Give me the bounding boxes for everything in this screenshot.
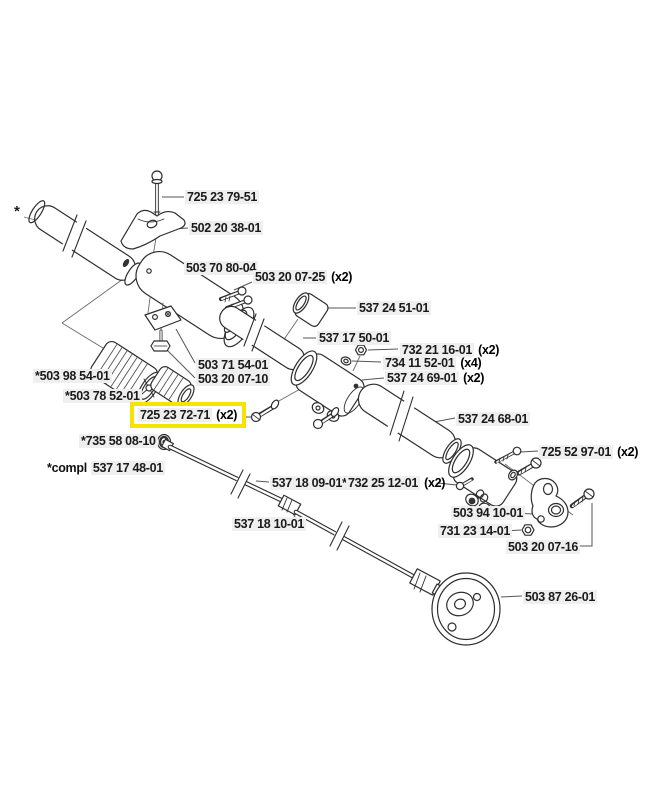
part-label-503-20-07-10: 503 20 07-10 — [196, 372, 271, 386]
part-label-537-24-51-01: 537 24 51-01 — [357, 301, 432, 315]
part-label-503-78-52-01: *503 78 52-01 — [63, 389, 142, 403]
part-label-503-94-10-01: 503 94 10-01 — [451, 506, 526, 520]
drive-shaft-537-18-10-01 — [161, 438, 455, 603]
screw-732-25-12-01 — [455, 477, 474, 491]
screw-503-20-07-10 — [150, 329, 171, 352]
part-label-537-24-69-01: 537 24 69-01(x2) — [385, 371, 485, 385]
tube-537-24-68-01 — [357, 383, 462, 464]
part-label-537-18-09-01: 537 18 09-01* — [270, 476, 349, 490]
bushing-503-78-52-01 — [150, 366, 195, 407]
bolts-725-52-97-01 — [494, 446, 542, 481]
part-label-731-23-14-01: 731 23 14-01 — [438, 524, 513, 538]
wing-knob-502-20-38-01 — [120, 209, 186, 250]
nut-732-21-16-01 — [354, 344, 368, 356]
part-label-503-87-26-01: 503 87 26-01 — [523, 590, 598, 604]
ring-537-24-51-01 — [292, 292, 329, 327]
nut-731-23-14-01 — [521, 524, 535, 536]
part-label-537-17-50-01: 537 17 50-01 — [317, 331, 392, 345]
part-label-735-58-08-10: *735 58 08-10 — [79, 434, 158, 448]
part-label-503-20-07-25: 503 20 07-25(x2) — [253, 270, 353, 284]
part-label-503-20-07-16: 503 20 07-16 — [506, 540, 581, 554]
part-label-503-71-54-01: 503 71 54-01 — [196, 358, 271, 372]
upper-tube — [28, 200, 142, 286]
bolts-725-23-72-71 — [250, 399, 340, 430]
washer-734-11-52-01 — [340, 356, 352, 366]
bracket-503-71-54-01 — [144, 305, 182, 331]
part-label-502-20-38-01: 502 20 38-01 — [189, 221, 264, 235]
part-label-725-52-97-01: 725 52 97-01(x2) — [539, 445, 639, 459]
part-label-503-98-54-01: *503 98 54-01 — [33, 369, 112, 383]
part-label-725-23-79-51: 725 23 79-51 — [185, 190, 260, 204]
bolt-503-20-07-16 — [569, 488, 595, 509]
clutch-drum-503-87-26-01 — [431, 572, 501, 646]
part-label-725-23-72-71-highlighted: 725 23 72-71(x2) — [138, 408, 238, 422]
part-label-732-21-16-01: 732 21 16-01(x2) — [400, 343, 500, 357]
asterisk-marker: * — [14, 203, 20, 220]
flange-503-94-10-01 — [530, 477, 569, 528]
part-label-537-18-10-01: 537 18 10-01 — [232, 517, 307, 531]
part-label-503-70-80-04: 503 70 80-04 — [184, 261, 259, 275]
part-label-734-11-52-01: 734 11 52-01(x4) — [383, 356, 482, 370]
screws-503-20-07-25 — [219, 286, 253, 310]
part-label-732-25-12-01: 732 25 12-01(x2) — [346, 476, 446, 490]
highlight-box: 725 23 72-71(x2) — [130, 402, 247, 428]
part-label-537-24-68-01: 537 24 68-01 — [456, 412, 531, 426]
